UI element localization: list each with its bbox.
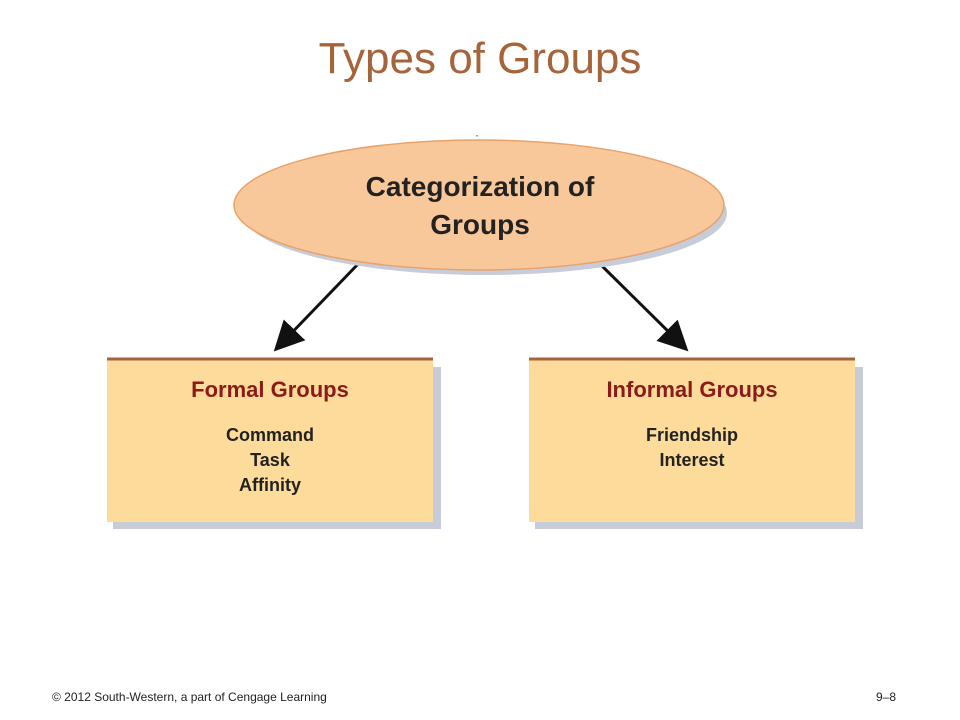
arrow-to-formal <box>273 260 362 352</box>
root-ellipse <box>233 139 725 271</box>
page-number: 9–8 <box>875 690 896 704</box>
formal-box <box>107 360 433 522</box>
formal-item-command: Command <box>225 425 314 445</box>
formal-groups-items: Command Task Affinity <box>110 423 430 498</box>
formal-item-affinity: Affinity <box>239 475 301 495</box>
informal-groups-title: Informal Groups <box>606 377 778 402</box>
tiny-mark: " <box>476 135 479 142</box>
informal-item-friendship: Friendship <box>645 425 738 445</box>
root-node-line1: Categorization of <box>365 171 595 202</box>
slide-title: Types of Groups <box>318 34 642 83</box>
informal-box <box>529 360 855 522</box>
arrow-to-informal <box>596 260 689 352</box>
formal-groups-title: Formal Groups <box>191 377 349 402</box>
informal-groups-items: Friendship Interest <box>532 423 852 473</box>
root-node-line2: Groups <box>430 209 530 240</box>
informal-item-interest: Interest <box>659 450 725 470</box>
copyright-footer: © 2012 South-Western, a part of Cengage … <box>52 690 327 704</box>
root-node-label: Categorization of Groups <box>300 168 660 244</box>
formal-item-task: Task <box>250 450 290 470</box>
